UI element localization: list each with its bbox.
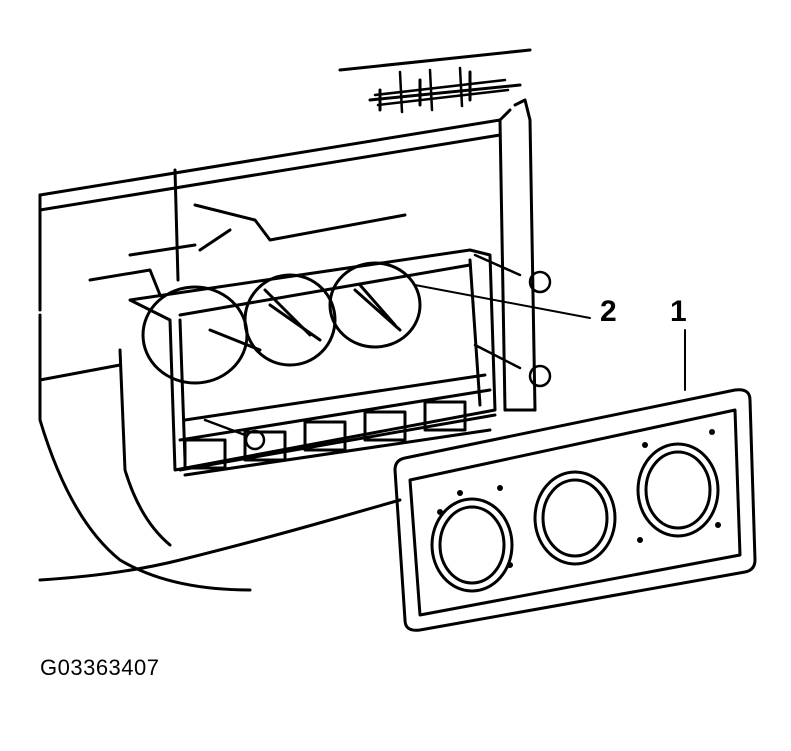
control-assembly: [88, 203, 497, 477]
callout-1: 1: [670, 295, 687, 328]
dash-lower-curve: [38, 313, 402, 592]
dash-panel-top: [38, 48, 537, 412]
screws: [203, 253, 552, 451]
bezel-dots: [437, 429, 721, 568]
vent-grille: [373, 66, 510, 114]
callout-2: 2: [600, 295, 617, 328]
leader-lines: [414, 284, 686, 391]
figure-id: G03363407: [40, 655, 160, 680]
bezel: [393, 388, 757, 632]
